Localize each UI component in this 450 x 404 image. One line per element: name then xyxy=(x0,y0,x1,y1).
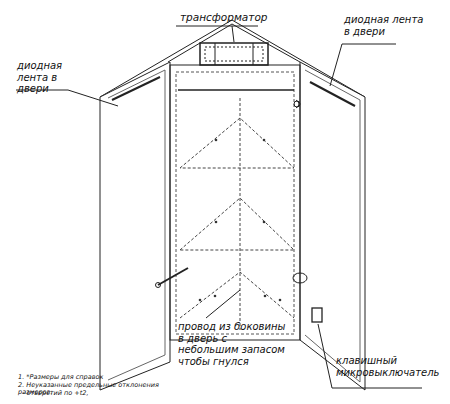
drawing-note: 1. *Размеры для справок xyxy=(18,374,168,381)
callout-label: трансформатор xyxy=(180,11,270,23)
note-label: провод из боковины в дверь с небольшим з… xyxy=(178,321,288,367)
callout-label: диодная лента в двери xyxy=(17,60,87,95)
callout-label: диодная лента в двери xyxy=(344,14,424,37)
drawing-note: - отверстий по +t2, xyxy=(22,390,172,397)
callout-label: клавишный микровыключатель xyxy=(336,355,441,378)
